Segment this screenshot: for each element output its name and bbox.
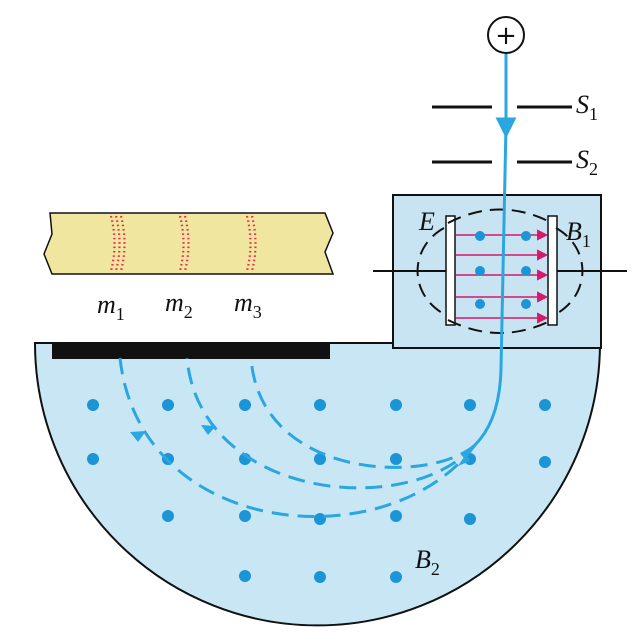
ion-beam-path — [473, 124, 508, 447]
chamber-field-label: B2 — [415, 545, 440, 579]
field-out-of-page-dot-icon — [475, 231, 531, 309]
slit-label-s2: S2 — [576, 145, 598, 179]
mass-label-m1: m1 — [97, 290, 125, 324]
magnet-pole-outline — [416, 208, 584, 334]
film-line-m3 — [245, 215, 257, 272]
film-line-m1 — [109, 215, 126, 272]
capacitor-plate-left — [445, 215, 456, 326]
trajectory-m2 — [185, 357, 477, 490]
mass-label-m3: m3 — [234, 288, 262, 322]
slit-label-s1: S1 — [576, 90, 598, 124]
svg-text:+: + — [495, 21, 517, 51]
electric-field-label: E — [418, 207, 435, 236]
positive-ion-source-icon: + — [487, 16, 525, 54]
velocity-selector — [373, 208, 627, 334]
capacitor-plate-right — [547, 215, 558, 326]
ion-trajectories — [118, 357, 477, 518]
trajectory-m3 — [249, 357, 476, 469]
chamber-field-dots — [87, 399, 551, 583]
film-strip — [43, 212, 335, 275]
trajectory-arrows — [130, 425, 470, 466]
film-line-m2 — [178, 215, 190, 272]
velocity-selector-field-label: B1 — [566, 217, 591, 251]
mass-label-m2: m2 — [165, 288, 193, 322]
trajectory-m1 — [118, 357, 477, 518]
photographic-plate — [52, 342, 330, 359]
